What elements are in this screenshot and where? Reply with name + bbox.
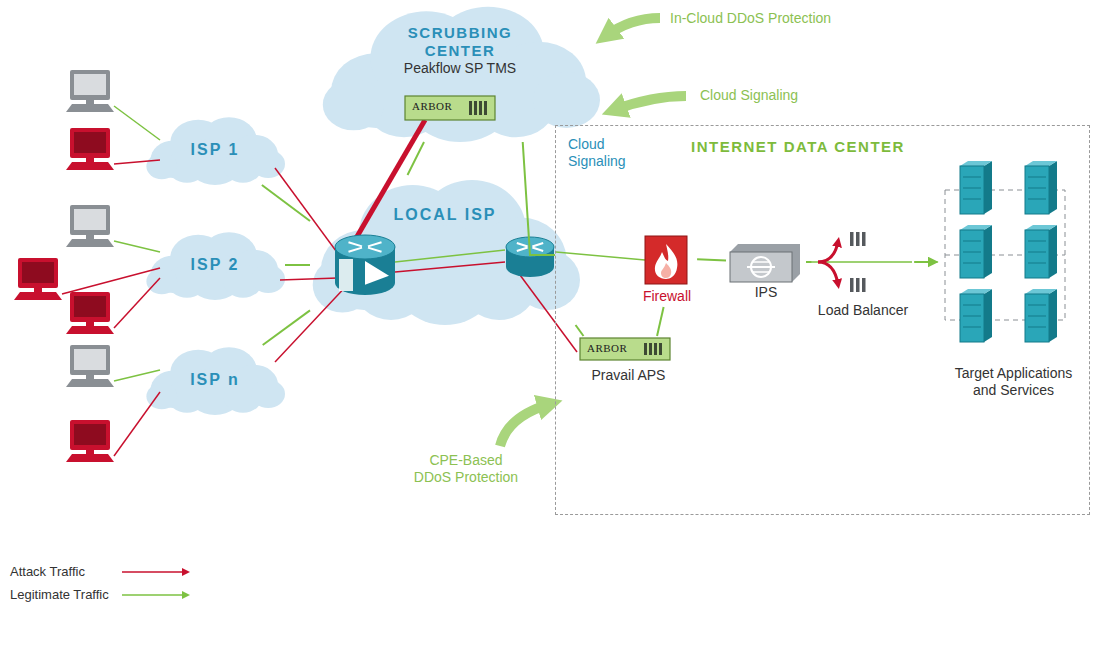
cloud-shape bbox=[310, 175, 580, 325]
server-tower bbox=[960, 161, 992, 214]
callout-arrow bbox=[500, 404, 550, 446]
edge-router bbox=[335, 235, 395, 295]
server-tower bbox=[960, 225, 992, 278]
traffic-connector bbox=[262, 185, 310, 221]
data-center-region: INTERNET DATA CENTER Firewall IPS Load Bala… bbox=[555, 125, 1090, 515]
isp-cloud: ISP 2 bbox=[145, 230, 285, 300]
isp-cloud: ISP 1 bbox=[145, 115, 285, 185]
node-label: Firewall bbox=[643, 288, 691, 305]
ips-node: IPS bbox=[726, 239, 806, 303]
traffic-connector bbox=[263, 310, 310, 345]
traffic-bar bbox=[862, 232, 866, 246]
callout-text: CPE-Based DDoS Protection bbox=[410, 452, 522, 486]
peakflow-appliance bbox=[405, 96, 495, 120]
traffic-bar bbox=[856, 232, 860, 246]
legend-item: Legitimate Traffic bbox=[10, 585, 192, 605]
traffic-connector bbox=[914, 261, 937, 263]
node-label: ISP 2 bbox=[191, 255, 240, 274]
computer-icon bbox=[66, 345, 114, 387]
legend-item: Attack Traffic bbox=[10, 562, 192, 582]
legitimate-link bbox=[114, 370, 160, 381]
legend-line-sample bbox=[122, 566, 192, 578]
brand-mark: ARBOR bbox=[412, 100, 452, 113]
node-label: Target Applications and Services bbox=[944, 365, 1084, 399]
computer-icon bbox=[66, 70, 114, 112]
callout-text: In-Cloud DDoS Protection bbox=[670, 10, 831, 27]
server-tower bbox=[960, 289, 992, 342]
legitimate-link bbox=[114, 241, 160, 252]
traffic-bar bbox=[856, 278, 860, 292]
traffic-connector bbox=[657, 307, 664, 336]
legend-text: Legitimate Traffic bbox=[10, 587, 122, 603]
node-subtitle: Peakflow SP TMS bbox=[404, 60, 516, 77]
node-label: IPS bbox=[755, 284, 778, 301]
node-label: Pravail APS bbox=[592, 367, 666, 384]
traffic-connector bbox=[576, 325, 584, 336]
pravail-appliance bbox=[580, 338, 670, 360]
traffic-connector bbox=[806, 261, 812, 263]
target-services-node: Target Applications and Services bbox=[938, 161, 1090, 401]
scrubbing-center-cloud: SCRUBBING CENTERPeakflow SP TMS bbox=[320, 2, 600, 142]
traffic-bar bbox=[862, 278, 866, 292]
node-label: ISP n bbox=[190, 370, 240, 389]
isp-cloud: ISP n bbox=[145, 345, 285, 415]
traffic-connector bbox=[697, 259, 726, 260]
computer-icon bbox=[66, 420, 114, 462]
computer-icon bbox=[14, 258, 62, 300]
legend-text: Attack Traffic bbox=[10, 564, 122, 580]
brand-mark: ARBOR bbox=[587, 342, 627, 355]
attack-link bbox=[114, 392, 160, 456]
firewall-node: Firewall bbox=[637, 233, 697, 307]
server-tower bbox=[1025, 225, 1057, 278]
traffic-bar bbox=[850, 232, 854, 246]
node-label: SCRUBBING CENTER bbox=[395, 24, 525, 60]
traffic-bar bbox=[850, 278, 854, 292]
node-label: INTERNET DATA CENTER bbox=[691, 138, 905, 156]
callout-arrow bbox=[614, 96, 686, 110]
traffic-connector bbox=[408, 142, 425, 175]
region-note: Cloud Signaling bbox=[568, 136, 648, 170]
blocked-attack-arrow bbox=[818, 262, 838, 284]
load-balancer-node: Load Balancer bbox=[812, 241, 914, 321]
callout-text: Cloud Signaling bbox=[700, 87, 798, 104]
callout-arrow bbox=[606, 18, 660, 36]
server-tower bbox=[1025, 289, 1057, 342]
blocked-attack-arrow bbox=[818, 242, 838, 262]
legend-line-sample bbox=[122, 589, 192, 601]
attack-link bbox=[114, 278, 160, 328]
attack-link bbox=[62, 268, 160, 294]
traffic-connector bbox=[285, 264, 310, 266]
node-label: Load Balancer bbox=[818, 302, 908, 319]
legitimate-link bbox=[114, 106, 160, 140]
node-label: ISP 1 bbox=[191, 140, 240, 159]
node-label: LOCAL ISP bbox=[393, 205, 496, 224]
computer-icon bbox=[66, 205, 114, 247]
server-tower bbox=[1025, 161, 1057, 214]
local-isp-cloud: LOCAL ISP bbox=[310, 175, 580, 325]
computer-icon bbox=[66, 128, 114, 170]
computer-icon bbox=[66, 292, 114, 334]
ips-appliance bbox=[730, 244, 800, 282]
firewall-icon bbox=[645, 236, 687, 284]
attack-link bbox=[275, 282, 350, 362]
